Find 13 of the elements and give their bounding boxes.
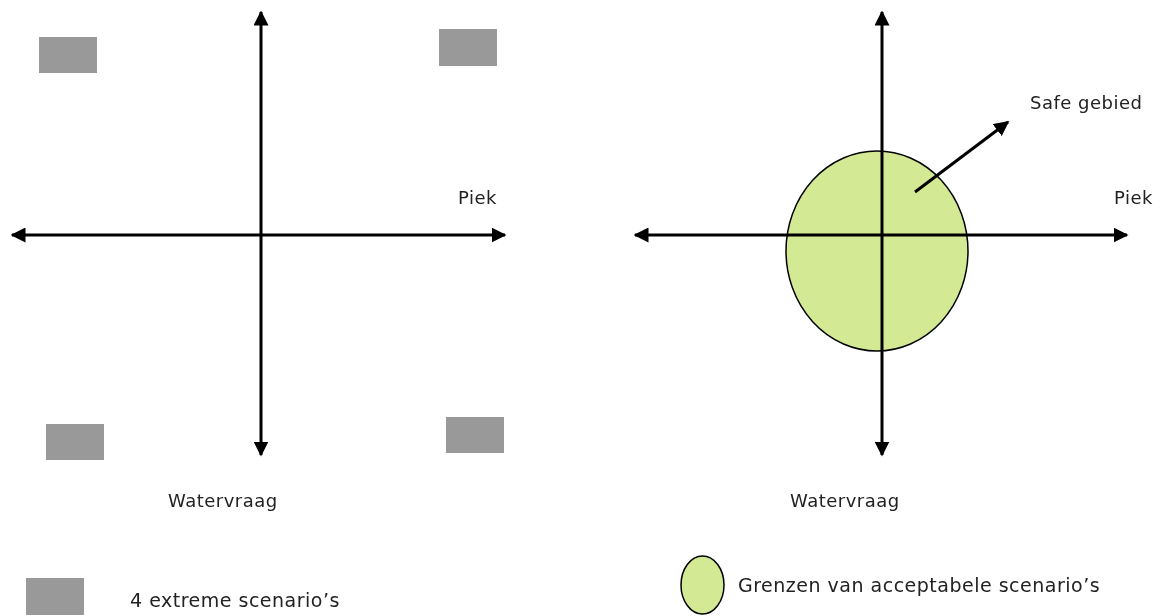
axis-label: Watervraag: [168, 490, 278, 511]
scenario-box: [39, 37, 97, 73]
acceptable-region-ellipse: [785, 150, 969, 352]
axis-label: Watervraag: [790, 490, 900, 511]
scenario-box: [439, 29, 497, 66]
legend-label: Grenzen van acceptabele scenario’s: [738, 574, 1101, 596]
area-label: Safe gebied: [1030, 92, 1143, 113]
legend-label: 4 extreme scenario’s: [130, 589, 340, 611]
axis-label: Piek: [458, 187, 497, 208]
axis-label: Piek: [1114, 187, 1153, 208]
arrow: [914, 120, 1010, 194]
scenario-box: [46, 424, 104, 460]
scenario-box: [446, 417, 504, 453]
